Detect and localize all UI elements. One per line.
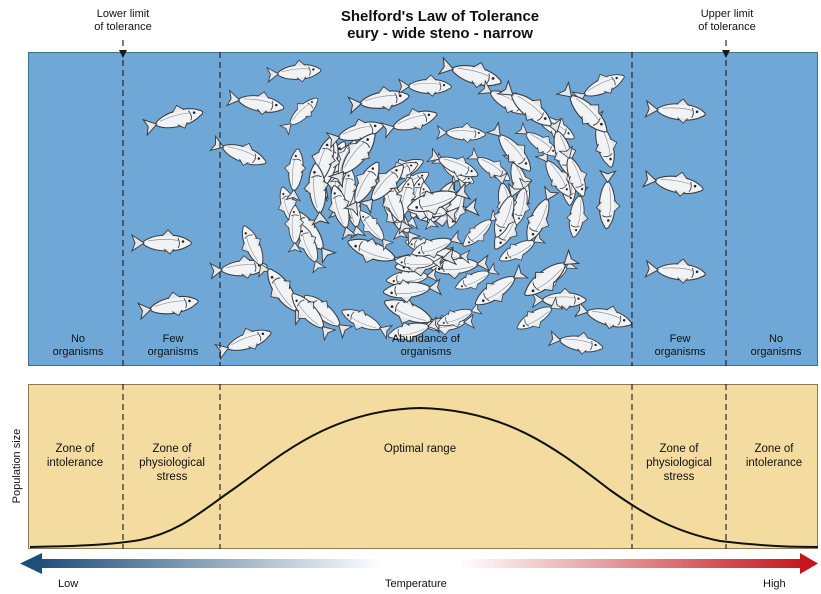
y-axis-label: Population size xyxy=(11,428,23,504)
left-physiological-stress-label: Zone of physiological stress xyxy=(122,442,222,484)
abundance-line-2: organisms xyxy=(400,346,452,358)
left-zone-of-intolerance-label: Zone of intolerance xyxy=(25,442,125,470)
right-few-organisms-label: Few organisms xyxy=(630,333,730,359)
optimal-range-label: Optimal range xyxy=(370,442,470,456)
right-stress-line-1: Zone of xyxy=(659,443,699,455)
fish-icon xyxy=(208,131,271,173)
right-stress-line-3: stress xyxy=(663,471,695,483)
population-bell-curve xyxy=(29,406,819,548)
abundance-line-1: Abundance of xyxy=(392,333,460,345)
fish-icon xyxy=(398,74,452,97)
curve-zone-lines xyxy=(122,384,727,549)
fish-icon xyxy=(436,121,487,144)
right-no-organisms-line-2: organisms xyxy=(750,346,802,358)
x-axis-label: Temperature xyxy=(385,578,447,590)
upper-limit-label: Upper limit of tolerance xyxy=(672,8,782,34)
temperature-gradient-arrow xyxy=(20,553,818,574)
fish-icon xyxy=(266,58,323,86)
right-physiological-stress-label: Zone of physiological stress xyxy=(629,442,729,484)
lower-limit-label: Lower limit of tolerance xyxy=(68,8,178,34)
lower-limit-line-2: of tolerance xyxy=(94,21,152,33)
upper-limit-arrowhead xyxy=(722,50,730,58)
right-no-organisms-label: No organisms xyxy=(726,333,821,359)
x-axis-low-label: Low xyxy=(58,578,79,590)
fish-icon xyxy=(225,85,287,119)
lower-limit-line-1: Lower limit xyxy=(96,8,150,20)
left-few-organisms-line-2: organisms xyxy=(147,346,199,358)
diagram-title: Shelford's Law of Tolerance eury - wide … xyxy=(250,8,630,42)
left-stress-line-3: stress xyxy=(156,471,188,483)
right-zone-of-intolerance-label: Zone of intolerance xyxy=(724,442,821,470)
fish-school xyxy=(131,52,707,363)
left-no-organisms-line-2: organisms xyxy=(52,346,104,358)
right-no-organisms-line-1: No xyxy=(768,333,784,345)
left-no-organisms-line-1: No xyxy=(70,333,86,345)
lower-limit-arrowhead xyxy=(119,50,127,58)
fish-icon xyxy=(276,90,324,137)
right-few-organisms-line-2: organisms xyxy=(654,346,706,358)
left-no-organisms-label: No organisms xyxy=(28,333,128,359)
right-intolerance-line-2: intolerance xyxy=(745,457,803,469)
upper-limit-line-2: of tolerance xyxy=(698,21,756,33)
fish-icon xyxy=(642,165,706,201)
right-stress-line-2: physiological xyxy=(646,457,712,469)
optimal-range-text: Optimal range xyxy=(383,443,457,455)
left-stress-line-2: physiological xyxy=(139,457,205,469)
left-few-organisms-label: Few organisms xyxy=(123,333,223,359)
right-few-organisms-line-1: Few xyxy=(669,333,691,345)
title-line-2: eury - wide steno - narrow xyxy=(347,25,533,42)
fish-icon xyxy=(644,255,707,286)
fish-icon xyxy=(131,229,192,255)
fish-icon xyxy=(469,262,531,316)
x-axis-high-label: High xyxy=(763,578,786,590)
upper-limit-line-1: Upper limit xyxy=(700,8,754,20)
abundance-label: Abundance of organisms xyxy=(376,333,476,359)
left-intolerance-line-1: Zone of xyxy=(55,443,95,455)
left-intolerance-line-2: intolerance xyxy=(46,457,104,469)
title-line-1: Shelford's Law of Tolerance xyxy=(340,8,540,25)
population-curve-panel xyxy=(28,384,818,549)
left-stress-line-1: Zone of xyxy=(152,443,192,455)
fish-icon xyxy=(547,326,606,358)
left-few-organisms-line-1: Few xyxy=(162,333,184,345)
fish-icon xyxy=(644,95,707,126)
right-intolerance-line-1: Zone of xyxy=(754,443,794,455)
fish-icon xyxy=(141,98,206,139)
fish-icon xyxy=(595,170,621,230)
fish-icon xyxy=(136,287,201,323)
zone-divider-lines xyxy=(122,40,727,366)
